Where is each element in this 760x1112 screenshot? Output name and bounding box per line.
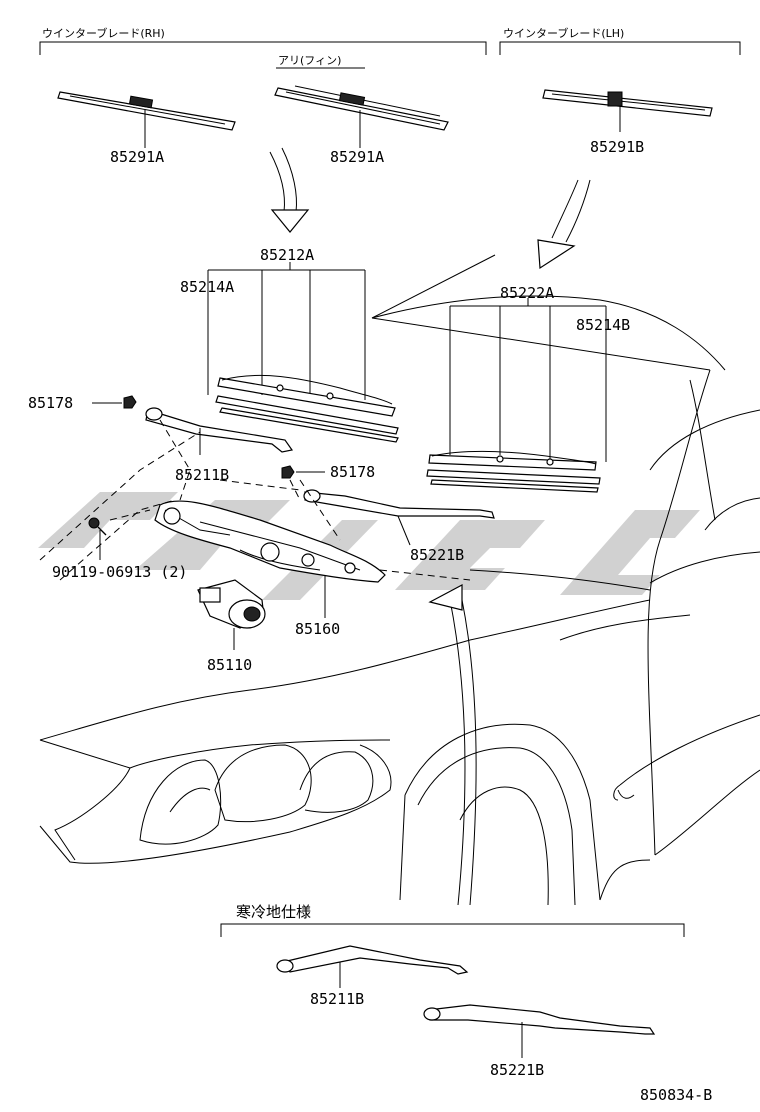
- label-85178-left: 85178: [28, 394, 73, 412]
- arrow-to-rh-blade: [269, 147, 310, 233]
- label-85291A-1: 85291A: [110, 148, 164, 166]
- label-85221B: 85221B: [410, 546, 464, 564]
- wiper-arm-lh: [303, 489, 495, 546]
- nut-85178-left: [92, 395, 137, 409]
- dashed-reference-lines: [39, 419, 471, 581]
- rh-blade-bracket: [39, 41, 487, 55]
- label-85211B-cold: 85211B: [310, 990, 364, 1008]
- arrow-to-lh-blade: [537, 179, 591, 270]
- label-85160: 85160: [295, 620, 340, 638]
- winter-blade-rh-1: [57, 91, 236, 148]
- label-85214B: 85214B: [576, 316, 630, 334]
- wiper-arm-lh-cold: [423, 1004, 656, 1058]
- label-85214A: 85214A: [180, 278, 234, 296]
- wiper-motor-85110: [197, 579, 266, 650]
- winter-blade-lh-heading: ウインターブレード(LH): [503, 26, 624, 40]
- label-85291A-2: 85291A: [330, 148, 384, 166]
- wiper-arm-rh: [145, 407, 294, 455]
- with-fin-heading: アリ(フィン): [278, 54, 341, 67]
- winter-blade-rh-2: [274, 85, 449, 148]
- arrow-up-from-car: [428, 584, 477, 906]
- label-85212A: 85212A: [260, 246, 314, 264]
- wiper-arm-rh-cold: [276, 945, 469, 988]
- blade-assembly-rh: [215, 374, 399, 443]
- label-85110: 85110: [207, 656, 252, 674]
- cold-spec-heading: 寒冷地仕様: [236, 903, 311, 921]
- label-85221B-cold: 85221B: [490, 1061, 544, 1079]
- cold-spec-bracket: [220, 923, 685, 937]
- label-85291B: 85291B: [590, 138, 644, 156]
- blade-bracket-85222A: [449, 298, 607, 462]
- blade-assembly-lh: [426, 451, 601, 493]
- label-85222A: 85222A: [500, 284, 554, 302]
- label-90119-06913: 90119-06913 (2): [52, 563, 187, 581]
- lh-blade-bracket: [499, 41, 741, 55]
- winter-blade-lh: [542, 89, 713, 132]
- label-85211B: 85211B: [175, 466, 229, 484]
- car-body-outline: [39, 254, 760, 906]
- nut-85178-right: [281, 465, 325, 479]
- label-85178-right: 85178: [330, 463, 375, 481]
- bolt-90119-06913: [88, 517, 107, 560]
- winter-blade-rh-heading: ウインターブレード(RH): [42, 26, 165, 40]
- blade-bracket-85212A: [207, 262, 366, 400]
- wiper-link-85160: [154, 500, 386, 618]
- diagram-code: 850834-B: [640, 1086, 712, 1104]
